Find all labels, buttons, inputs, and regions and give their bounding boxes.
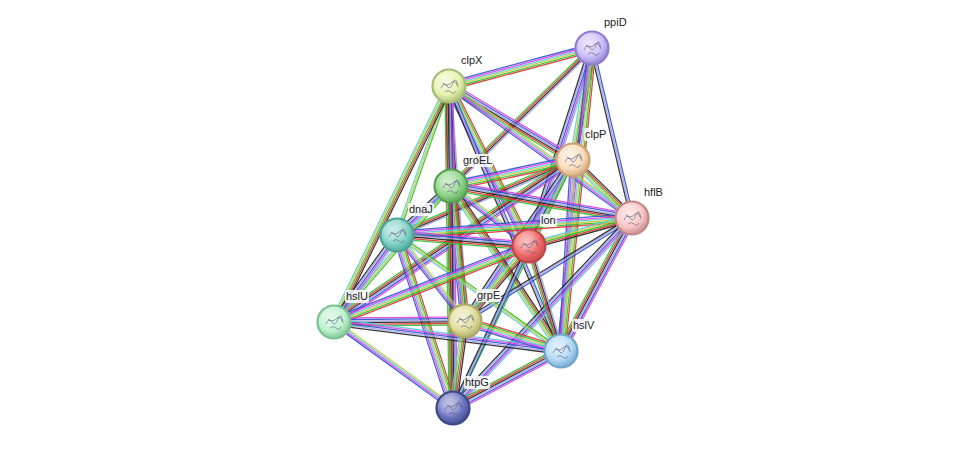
- evidence-line: [585, 172, 620, 206]
- node-label: hflB: [643, 186, 664, 199]
- protein-node: hflB: [614, 200, 650, 236]
- evidence-line: [351, 318, 448, 320]
- protein-node: clpX: [431, 68, 467, 104]
- evidence-line: [351, 316, 448, 318]
- evidence-line: [465, 230, 621, 395]
- interaction-edge: [351, 321, 545, 352]
- node-label: dnaJ: [408, 203, 434, 216]
- evidence-line: [351, 326, 544, 351]
- protein-circle: [435, 390, 471, 426]
- evidence-line: [346, 334, 437, 400]
- evidence-line: [347, 333, 439, 399]
- evidence-line: [339, 100, 439, 305]
- protein-circle: [614, 200, 650, 236]
- protein-node: clpP: [555, 142, 591, 178]
- evidence-line: [349, 250, 512, 314]
- evidence-line: [584, 173, 619, 207]
- evidence-line: [561, 177, 571, 334]
- protein-node: hslV: [543, 333, 579, 369]
- evidence-line: [351, 256, 514, 320]
- interaction-edge: [480, 322, 546, 349]
- protein-node: ppiD: [574, 30, 610, 66]
- node-label: lon: [540, 214, 557, 227]
- evidence-line: [535, 262, 557, 335]
- evidence-line: [533, 263, 555, 336]
- node-label: groEL: [462, 154, 493, 167]
- evidence-line: [452, 337, 459, 390]
- protein-node: grpE: [447, 303, 483, 339]
- protein-circle: [555, 142, 591, 178]
- evidence-line: [464, 229, 620, 394]
- evidence-line: [464, 94, 619, 206]
- protein-circle: [431, 68, 467, 104]
- interaction-edge: [583, 170, 622, 209]
- protein-circle: [316, 304, 352, 340]
- protein-node: hslU: [316, 304, 352, 340]
- node-label: clpX: [460, 54, 483, 67]
- protein-circle: [543, 333, 579, 369]
- evidence-line: [351, 324, 544, 349]
- interaction-edge: [348, 248, 514, 319]
- evidence-line: [468, 190, 615, 216]
- node-label: clpP: [584, 128, 607, 141]
- evidence-line: [583, 174, 618, 208]
- interaction-edge: [346, 166, 561, 316]
- evidence-line: [350, 251, 513, 315]
- evidence-line: [546, 224, 616, 243]
- node-label: hslU: [345, 290, 369, 303]
- interaction-edge: [407, 195, 440, 226]
- evidence-line: [414, 239, 512, 247]
- protein-circle: [574, 30, 610, 66]
- evidence-line: [481, 328, 545, 348]
- evidence-line: [348, 331, 440, 397]
- evidence-line: [570, 233, 625, 336]
- node-label: htpG: [464, 376, 490, 389]
- evidence-line: [348, 248, 511, 312]
- evidence-line: [481, 327, 545, 347]
- node-label: hslV: [572, 319, 595, 332]
- evidence-line: [468, 185, 616, 211]
- evidence-line: [468, 187, 616, 213]
- protein-node: dnaJ: [379, 217, 415, 253]
- protein-circle: [511, 228, 547, 264]
- node-label: grpE: [476, 289, 501, 302]
- evidence-line: [560, 65, 588, 334]
- evidence-line: [350, 253, 513, 317]
- evidence-line: [586, 171, 621, 205]
- interaction-edge: [462, 228, 622, 398]
- interaction-edge: [346, 330, 440, 400]
- evidence-line: [349, 330, 440, 396]
- evidence-line: [474, 257, 516, 306]
- evidence-line: [343, 248, 386, 307]
- interaction-edge: [414, 232, 513, 248]
- evidence-line: [587, 170, 622, 204]
- evidence-line: [414, 240, 512, 248]
- evidence-line: [532, 263, 554, 335]
- evidence-line: [482, 325, 546, 345]
- protein-node: lon: [511, 228, 547, 264]
- protein-circle: [433, 168, 469, 204]
- evidence-line: [341, 247, 384, 307]
- evidence-line: [536, 262, 558, 334]
- evidence-line: [454, 338, 461, 391]
- evidence-line: [351, 320, 448, 322]
- evidence-line: [480, 330, 544, 350]
- evidence-line: [468, 188, 616, 214]
- evidence-line: [351, 327, 544, 352]
- evidence-line: [462, 228, 618, 393]
- protein-node: groEL: [433, 168, 469, 204]
- protein-circle: [447, 303, 483, 339]
- evidence-line: [466, 232, 622, 397]
- node-label: ppiD: [603, 16, 628, 29]
- evidence-line: [568, 233, 623, 336]
- evidence-line: [479, 261, 521, 310]
- interaction-edge: [566, 231, 628, 338]
- evidence-line: [351, 254, 514, 318]
- protein-circle: [379, 217, 415, 253]
- protein-node: htpG: [435, 390, 471, 426]
- evidence-line: [351, 323, 544, 348]
- interaction-edge: [532, 262, 559, 336]
